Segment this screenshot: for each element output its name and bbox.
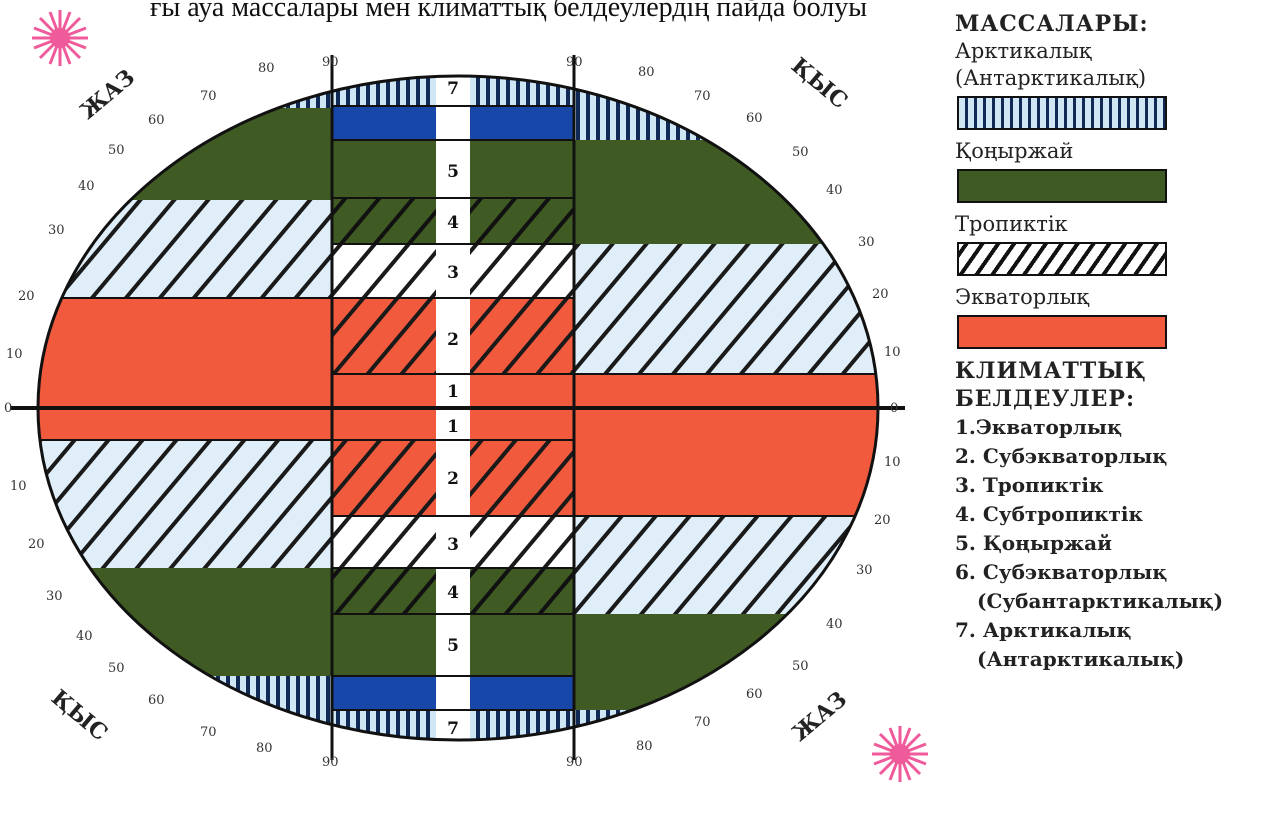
- right-tropical-band-south: [574, 516, 884, 614]
- lat-label: 50: [108, 143, 125, 158]
- zone-number: 2: [447, 469, 459, 489]
- zone-item: 5. Қоңыржай: [955, 529, 1275, 558]
- lat-label: 70: [200, 89, 217, 104]
- zone-number: 4: [447, 213, 459, 233]
- lat-label: 40: [826, 617, 843, 632]
- equatorial-swatch: [957, 315, 1167, 349]
- zone-number: 3: [447, 535, 459, 555]
- legend-zones-title-2: БЕЛДЕУЛЕР:: [955, 385, 1275, 413]
- lat-label: 90: [566, 755, 583, 770]
- zone-number: 4: [447, 583, 459, 603]
- zone-number: 6: [447, 684, 459, 704]
- lat-label: 90: [566, 55, 583, 70]
- lat-label: 90: [322, 755, 339, 770]
- zone-number: 6: [447, 114, 459, 134]
- lat-label: 20: [872, 287, 889, 302]
- tropical-swatch: [957, 242, 1167, 276]
- lat-label: 80: [258, 61, 275, 76]
- zone-item: 2. Субэкваторлық: [955, 442, 1275, 471]
- zone-item: (Субантарктикалық): [955, 587, 1275, 616]
- season-label: ЖАЗ: [75, 64, 140, 124]
- season-label: ЖАЗ: [787, 686, 852, 746]
- zone-item: (Антарктикалық): [955, 645, 1275, 674]
- lat-label: 40: [76, 629, 93, 644]
- lat-label: 40: [826, 183, 843, 198]
- lat-label: 50: [792, 145, 809, 160]
- legend-arctic-sub-label: (Антарктикалық): [955, 65, 1275, 92]
- lat-label: 0: [890, 401, 898, 416]
- zone-number: 2: [447, 330, 459, 350]
- lat-label: 10: [884, 455, 901, 470]
- zone-number: 5: [447, 162, 459, 182]
- lat-label: 60: [746, 111, 763, 126]
- legend-tropical-label: Тропиктік: [955, 211, 1275, 238]
- lat-label: 30: [46, 589, 63, 604]
- zone-item: 7. Арктикалық: [955, 616, 1275, 645]
- legend: МАССАЛАРЫ: Арктикалық (Антарктикалық) Қо…: [955, 10, 1275, 674]
- lat-label: 80: [636, 739, 653, 754]
- zone-number: 7: [447, 719, 459, 739]
- season-label: ҚЫС: [786, 53, 852, 115]
- lat-label: 50: [108, 661, 125, 676]
- lat-label: 80: [638, 65, 655, 80]
- lat-label: 40: [78, 179, 95, 194]
- lat-label: 30: [858, 235, 875, 250]
- lat-label: 20: [28, 537, 45, 552]
- zone-number: 5: [447, 636, 459, 656]
- zone-item: 1.Экваторлық: [955, 413, 1275, 442]
- left-tropical-band-south: [30, 440, 332, 568]
- left-arctic-band: [30, 70, 332, 108]
- lat-label: 70: [200, 725, 217, 740]
- lat-label: 10: [10, 479, 27, 494]
- lat-label: 20: [874, 513, 891, 528]
- zone-number: 3: [447, 263, 459, 283]
- sun-icon: [872, 726, 928, 782]
- lat-label: 90: [322, 55, 339, 70]
- left-tropical-band: [30, 200, 332, 298]
- lat-label: 70: [694, 715, 711, 730]
- left-temperate-band-south: [30, 568, 332, 676]
- zone-item: 4. Субтропиктік: [955, 500, 1275, 529]
- lat-label: 60: [148, 113, 165, 128]
- lat-label: 80: [256, 741, 273, 756]
- lat-label: 20: [18, 289, 35, 304]
- legend-arctic-label: Арктикалық: [955, 38, 1275, 65]
- legend-equatorial-label: Экваторлық: [955, 284, 1275, 311]
- zone-item: 3. Тропиктік: [955, 471, 1275, 500]
- temperate-swatch: [957, 169, 1167, 203]
- lat-label: 10: [884, 345, 901, 360]
- left-temperate-band: [30, 108, 332, 200]
- season-label: ҚЫС: [46, 685, 112, 747]
- right-equatorial-band: [574, 374, 884, 516]
- lat-label: 50: [792, 659, 809, 674]
- zone-item: 6. Субэкваторлық: [955, 558, 1275, 587]
- legend-masses-title: МАССАЛАРЫ:: [955, 10, 1275, 38]
- left-equatorial-band: [30, 298, 332, 440]
- lat-label: 30: [48, 223, 65, 238]
- zone-number: 1: [447, 382, 459, 402]
- top-caption-fragment: ғы ауа массалары мен климаттық белдеулер…: [150, 0, 867, 23]
- zone-number: 1: [447, 417, 459, 437]
- arctic-swatch: [957, 96, 1167, 130]
- legend-temperate-label: Қоңыржай: [955, 138, 1275, 165]
- lat-label: 0: [4, 401, 12, 416]
- legend-zones-title-1: КЛИМАТТЫҚ: [955, 357, 1275, 385]
- zone-number: 7: [447, 79, 459, 99]
- climate-belts-diagram: ғы ауа массалары мен климаттық белдеулер…: [0, 0, 950, 834]
- lat-label: 60: [148, 693, 165, 708]
- lat-label: 70: [694, 89, 711, 104]
- lat-label: 10: [6, 347, 23, 362]
- sun-icon: [32, 10, 88, 66]
- lat-label: 60: [746, 687, 763, 702]
- lat-label: 30: [856, 563, 873, 578]
